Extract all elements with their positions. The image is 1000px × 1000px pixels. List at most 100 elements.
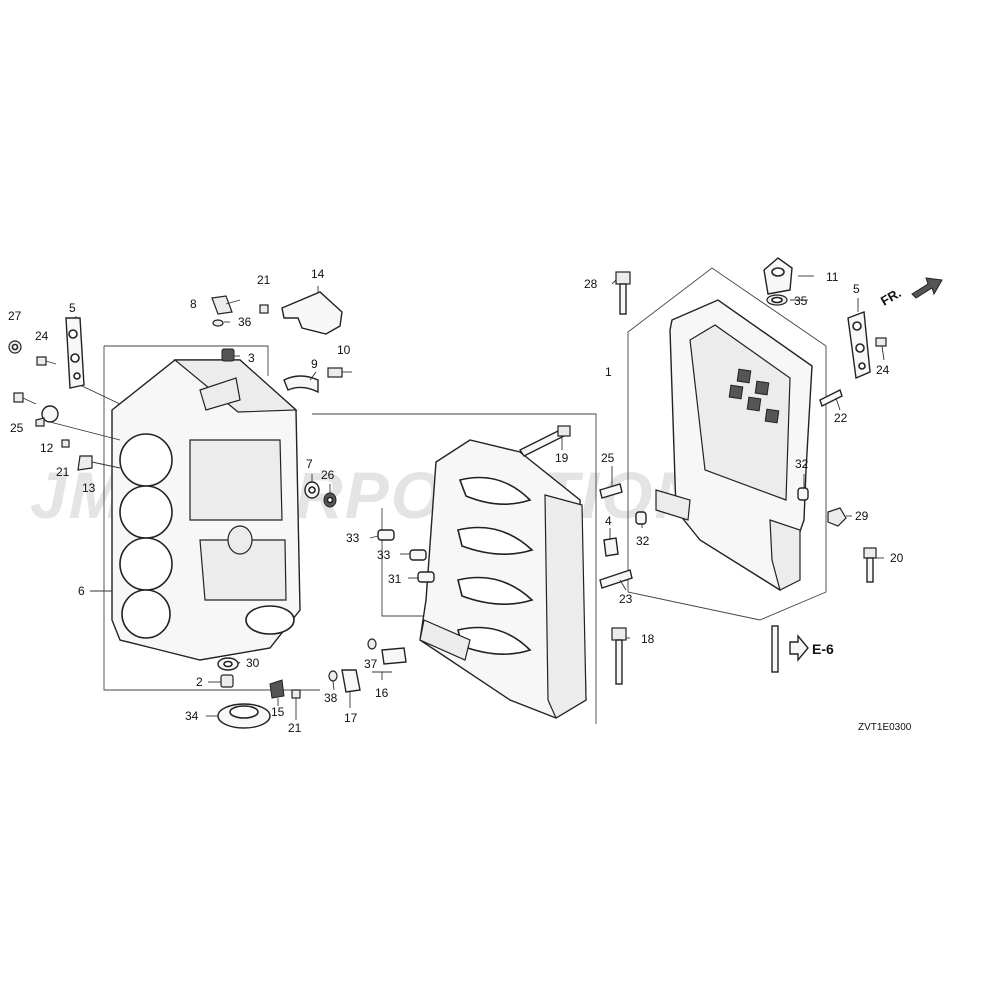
- callout-16[interactable]: 16: [375, 686, 389, 700]
- callout-33-a[interactable]: 33: [346, 531, 360, 545]
- part-24-bolt-right[interactable]: [875, 337, 887, 347]
- callout-7[interactable]: 7: [306, 457, 313, 471]
- part-36-o-ring[interactable]: [212, 319, 224, 327]
- part-26-seal[interactable]: [323, 492, 337, 508]
- callout-31[interactable]: 31: [388, 572, 402, 586]
- cylinder-block-drawing: [103, 345, 320, 691]
- part-27-nut[interactable]: [8, 340, 22, 354]
- callout-21-top[interactable]: 21: [257, 273, 271, 287]
- callout-35[interactable]: 35: [794, 294, 808, 308]
- callout-21-bottom[interactable]: 21: [288, 721, 302, 735]
- part-15-clip[interactable]: [269, 679, 285, 699]
- callout-34[interactable]: 34: [185, 709, 199, 723]
- front-arrow-icon: [911, 277, 943, 299]
- part-34-oil-seal[interactable]: [217, 703, 271, 729]
- front-direction-label: FR.: [878, 285, 904, 308]
- callout-18[interactable]: 18: [641, 632, 655, 646]
- callout-30[interactable]: 30: [246, 656, 260, 670]
- part-22-bolt[interactable]: [819, 389, 843, 407]
- part-33-dowel-a[interactable]: [377, 529, 395, 541]
- callout-5-right[interactable]: 5: [853, 282, 860, 296]
- callout-19[interactable]: 19: [555, 451, 569, 465]
- part-35-o-ring[interactable]: [766, 294, 788, 306]
- callout-33-b[interactable]: 33: [377, 548, 391, 562]
- part-33-dowel-b[interactable]: [409, 549, 427, 561]
- callout-37[interactable]: 37: [364, 657, 378, 671]
- callout-21-left[interactable]: 21: [56, 465, 70, 479]
- callout-6[interactable]: 6: [78, 584, 85, 598]
- callout-27[interactable]: 27: [8, 309, 22, 323]
- part-38-o-ring[interactable]: [328, 670, 338, 682]
- front-direction-indicator: [911, 277, 943, 299]
- part-25-bolt-center[interactable]: [599, 483, 623, 499]
- callout-13[interactable]: 13: [82, 481, 96, 495]
- callout-10[interactable]: 10: [337, 343, 351, 357]
- callout-9[interactable]: 9: [311, 357, 318, 371]
- part-20-bolt[interactable]: [863, 547, 877, 583]
- part-12-sensor[interactable]: [35, 405, 59, 427]
- callout-8[interactable]: 8: [190, 297, 197, 311]
- callout-11[interactable]: 11: [826, 270, 839, 284]
- callout-labels: 1 2 3 4 5 5 6 7 8 9 10 11 12 13 14 15 16…: [8, 267, 912, 735]
- part-3-plug[interactable]: [221, 348, 235, 362]
- part-5-bracket-left[interactable]: [65, 317, 85, 389]
- part-2-plug[interactable]: [220, 674, 234, 688]
- part-16-sensor[interactable]: [381, 647, 407, 665]
- part-13-clip[interactable]: [77, 455, 93, 471]
- part-7-washer[interactable]: [304, 481, 320, 499]
- callout-20[interactable]: 20: [890, 551, 904, 565]
- callout-28[interactable]: 28: [584, 277, 598, 291]
- callout-25-left[interactable]: 25: [10, 421, 24, 435]
- callout-38[interactable]: 38: [324, 691, 338, 705]
- part-23-bolt[interactable]: [599, 569, 633, 589]
- callout-23[interactable]: 23: [619, 592, 633, 606]
- part-19-bolt[interactable]: [518, 425, 571, 457]
- part-18-bolt[interactable]: [611, 627, 627, 685]
- part-32-dowel-left[interactable]: [635, 511, 647, 525]
- block-cover-drawing: [627, 267, 827, 621]
- callout-15[interactable]: 15: [271, 705, 285, 719]
- callout-4[interactable]: 4: [605, 514, 612, 528]
- part-32-dowel-right[interactable]: [797, 487, 809, 501]
- part-5-bracket-right[interactable]: [847, 311, 871, 380]
- part-14-bracket[interactable]: [281, 291, 343, 335]
- callout-24-left[interactable]: 24: [35, 329, 49, 343]
- callout-14[interactable]: 14: [311, 267, 325, 281]
- callout-17[interactable]: 17: [344, 711, 358, 725]
- part-8-sensor[interactable]: [211, 295, 241, 315]
- part-24-bolt-left[interactable]: [36, 356, 57, 366]
- callout-26[interactable]: 26: [321, 468, 335, 482]
- diagram-code: ZVT1E0300: [858, 722, 912, 733]
- part-11-cap[interactable]: [763, 257, 793, 295]
- callout-29[interactable]: 29: [855, 509, 869, 523]
- callout-36[interactable]: 36: [238, 315, 252, 329]
- crankcase-drawing: [312, 413, 597, 724]
- part-10-bolt[interactable]: [327, 367, 352, 378]
- part-21-bolt-top[interactable]: [259, 304, 269, 314]
- part-21-bolt-left[interactable]: [61, 439, 70, 448]
- callout-1[interactable]: 1: [605, 365, 612, 379]
- callout-32-left[interactable]: 32: [636, 534, 650, 548]
- callout-2[interactable]: 2: [196, 675, 203, 689]
- callout-3[interactable]: 3: [248, 351, 255, 365]
- callout-12[interactable]: 12: [40, 441, 54, 455]
- callout-24-right[interactable]: 24: [876, 363, 890, 377]
- part-37-o-ring[interactable]: [367, 638, 377, 650]
- part-28-bolt[interactable]: [615, 271, 631, 315]
- callout-25-center[interactable]: 25: [601, 451, 615, 465]
- callout-32-right[interactable]: 32: [795, 457, 809, 471]
- reference-indicator[interactable]: [771, 625, 809, 673]
- part-29-nut[interactable]: [827, 507, 847, 527]
- part-4-stud[interactable]: [603, 537, 619, 557]
- part-31-dowel[interactable]: [417, 571, 435, 583]
- reference-label[interactable]: E-6: [812, 641, 834, 657]
- part-21-bolt-bottom[interactable]: [291, 689, 301, 699]
- callout-22[interactable]: 22: [834, 411, 848, 425]
- part-17-sensor[interactable]: [341, 669, 361, 693]
- callout-5-left[interactable]: 5: [69, 301, 76, 315]
- part-25-bolt-left[interactable]: [13, 392, 37, 405]
- part-30-washer[interactable]: [217, 657, 239, 671]
- part-9-hose[interactable]: [283, 375, 319, 394]
